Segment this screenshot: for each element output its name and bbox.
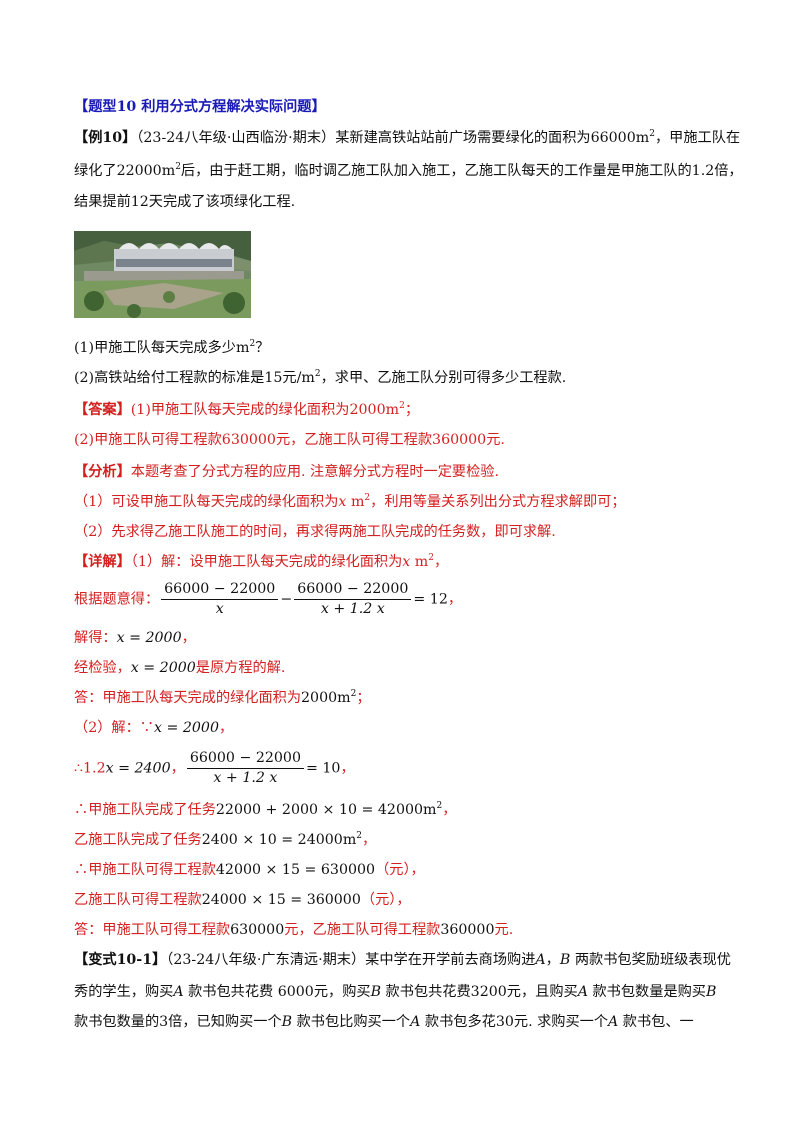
variant-line-3: 款书包数量的3倍，已知购买一个B 款书包比购买一个A 款书包多花30元. 求购买… bbox=[74, 1014, 694, 1030]
example-text: 某新建高铁站站前广场需要绿化的面积为 bbox=[335, 130, 591, 146]
unit: m2 bbox=[635, 129, 655, 147]
analysis-point-1: （1）可设甲施工队每天完成的绿化面积为x m2，利用等量关系列出分式方程求解即可… bbox=[74, 493, 626, 511]
detail-line-1: 【详解】（1）解：设甲施工队每天完成的绿化面积为x m2， bbox=[74, 553, 449, 571]
unit: m2 bbox=[235, 339, 256, 357]
answer-tag: 【答案】 bbox=[74, 402, 131, 418]
question-1: (1)甲施工队每天完成多少m2？ bbox=[74, 339, 270, 357]
unit: m2 bbox=[423, 801, 443, 819]
variant-line-1: 【变式10-1】（23-24八年级·广东清远·期末）某中学在开学前去商场购进A，… bbox=[74, 952, 731, 968]
analysis-point-2: （2）先求得乙施工队施工的时间，再求得两施工队完成的任务数，即可求解. bbox=[74, 524, 556, 540]
answer-part-1: 答：甲施工队每天完成的绿化面积为2000m2； bbox=[74, 689, 371, 707]
section-heading: 【题型10 利用分式方程解决实际问题】 bbox=[74, 99, 326, 115]
example-source: （23-24八年级·山西临汾·期末） bbox=[136, 130, 336, 146]
unit: m2 bbox=[385, 401, 405, 419]
variant-source: （23-24八年级·广东清远·期末） bbox=[166, 952, 366, 968]
station-photo bbox=[74, 231, 251, 318]
check-line: 经检验，x = 2000是原方程的解. bbox=[74, 660, 286, 676]
task-a-line: ∴甲施工队完成了任务22000 + 2000 × 10 = 42000m2， bbox=[74, 801, 457, 819]
unit: m2 bbox=[161, 162, 181, 180]
pay-b-line: 乙施工队可得工程款24000 × 15 = 360000（元）， bbox=[74, 892, 411, 908]
variant-line-2: 秀的学生，购买A 款书包共花费 6000元，购买B 款书包共花费3200元，且购… bbox=[74, 984, 717, 1000]
pay-a-line: ∴甲施工队可得工程款42000 × 15 = 630000（元）， bbox=[74, 862, 425, 878]
task-b-line: 乙施工队完成了任务2400 × 10 = 24000m2， bbox=[74, 831, 377, 849]
analysis-line: 【分析】本题考查了分式方程的应用. 注意解分式方程时一定要检验. bbox=[74, 464, 499, 480]
area-total: 66000 bbox=[590, 130, 636, 146]
area-done: 22000 bbox=[116, 163, 162, 179]
unit: m2 bbox=[350, 493, 371, 511]
part-2-line: （2）解：∵x = 2000， bbox=[74, 720, 234, 736]
unit: m2 bbox=[337, 689, 357, 707]
analysis-tag: 【分析】 bbox=[74, 464, 131, 480]
variant-tag: 【变式10-1】 bbox=[74, 952, 167, 968]
example-line-1: 【例10】（23-24八年级·山西临汾·期末）某新建高铁站站前广场需要绿化的面积… bbox=[74, 129, 741, 147]
example-line-2: 绿化了22000m2后，由于赶工期，临时调乙施工队加入施工，乙施工队每天的工作量… bbox=[74, 162, 743, 180]
example-line-3: 结果提前12天完成了该项绿化工程. bbox=[74, 194, 296, 210]
unit: m2 bbox=[342, 831, 363, 849]
solve-line: 解得：x = 2000， bbox=[74, 630, 196, 646]
unit: m2 bbox=[301, 369, 321, 387]
answer-line-1: 【答案】(1)甲施工队每天完成的绿化面积为2000m2； bbox=[74, 401, 420, 419]
example-tag: 【例10】 bbox=[74, 130, 137, 146]
detail-tag: 【详解】 bbox=[74, 554, 131, 570]
unit: m2 bbox=[414, 553, 434, 571]
answer-line-2: (2)甲施工队可得工程款630000元，乙施工队可得工程款360000元. bbox=[74, 432, 505, 448]
final-answer-line: 答：甲施工队可得工程款630000元，乙施工队可得工程款360000元. bbox=[74, 922, 514, 938]
question-2: (2)高铁站给付工程款的标准是15元/m2，求甲、乙施工队分别可得多少工程款. bbox=[74, 369, 567, 387]
